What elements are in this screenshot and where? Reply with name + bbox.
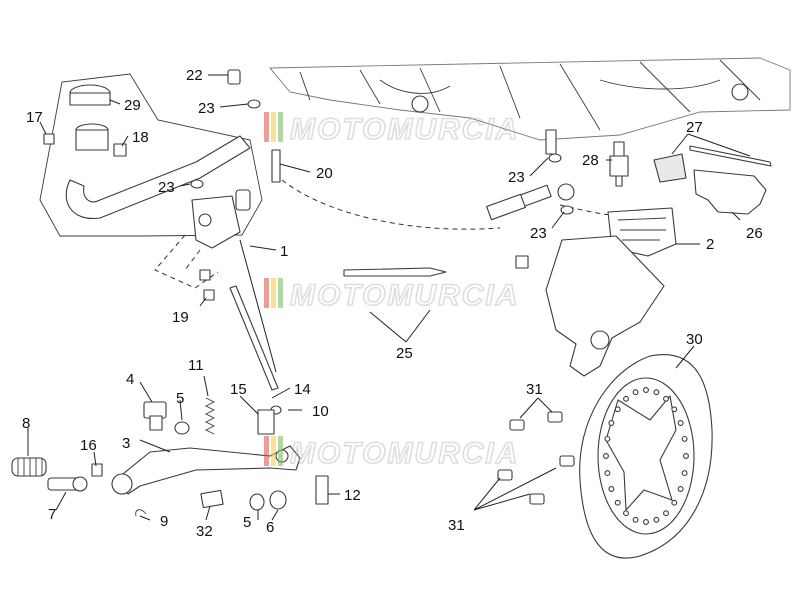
pivot-bolt (143, 401, 167, 431)
watermark-logo: MOTOMURCIA (264, 112, 519, 147)
watermark-stripe (278, 278, 283, 308)
hose-clip (343, 267, 447, 277)
brake-caliper (545, 207, 677, 377)
return-spring (204, 397, 216, 435)
callout-28: 28 (582, 152, 599, 169)
bleed-valve (609, 141, 629, 187)
callout-15: 15 (230, 381, 247, 398)
disc-hole (683, 453, 689, 459)
callout-14: 14 (294, 381, 311, 398)
watermark-text: MOTOMURCIA (290, 113, 519, 146)
callout-11: 11 (188, 357, 204, 374)
disc-hole (604, 435, 611, 442)
callout-3: 3 (122, 435, 130, 452)
callout-16: 16 (80, 437, 97, 454)
callout-31b: 31 (448, 517, 465, 534)
disc-hole (623, 510, 629, 517)
disc-hole (671, 499, 678, 506)
watermark-text: MOTOMURCIA (290, 279, 519, 312)
callout-6: 6 (266, 519, 274, 536)
disc-hole (632, 389, 639, 396)
footrest (11, 457, 88, 492)
watermark: MOTOMURCIA MOTOMURCIA MOTOMURCIA (264, 112, 519, 471)
callout-23b: 23 (158, 179, 175, 196)
washers (174, 99, 574, 511)
callout-23d: 23 (530, 225, 547, 242)
callout-2: 2 (706, 236, 714, 253)
watermark-stripe (278, 112, 283, 142)
callout-26: 26 (746, 225, 763, 242)
callout-5b: 5 (243, 514, 251, 531)
disc-hole (681, 435, 688, 442)
watermark-stripe (264, 278, 269, 308)
master-cylinder (191, 189, 251, 249)
callout-31a: 31 (526, 381, 543, 398)
disc-hole (614, 406, 621, 413)
callout-23c: 23 (508, 169, 525, 186)
disc-hole (603, 453, 609, 459)
callout-7: 7 (48, 506, 56, 523)
watermark-stripe (271, 278, 276, 308)
small-hardware (43, 69, 529, 517)
watermark-stripe (278, 436, 283, 466)
callout-32: 32 (196, 523, 213, 540)
disc-hole (681, 470, 688, 477)
disc-hole (653, 389, 660, 396)
brake-disc (579, 354, 713, 559)
reservoir-outline (39, 73, 263, 237)
disc-hole (604, 470, 611, 477)
watermark-stripe (271, 112, 276, 142)
watermark-text: MOTOMURCIA (290, 437, 519, 470)
callout-17: 17 (26, 109, 43, 126)
disc-hole (663, 395, 669, 402)
disc-hole (608, 420, 615, 426)
pushrod (229, 285, 279, 391)
disc-hole (614, 499, 621, 506)
callout-numbers: 1 2 3 4 5 5 6 7 8 9 10 11 12 14 15 16 17… (22, 67, 763, 540)
brake-pedal (111, 445, 301, 495)
brake-pads (653, 145, 772, 215)
watermark-logo: MOTOMURCIA (264, 436, 519, 471)
disc-holes (603, 387, 689, 525)
callout-9: 9 (160, 513, 168, 530)
callout-4: 4 (126, 371, 134, 388)
callout-20: 20 (316, 165, 333, 182)
watermark-stripe (264, 436, 269, 466)
disc-hole (677, 420, 684, 426)
callout-12: 12 (344, 487, 361, 504)
callout-1: 1 (280, 243, 288, 260)
disc-hole (643, 519, 649, 525)
disc-hole (677, 486, 684, 492)
callout-23a: 23 (198, 100, 215, 117)
disc-hole (608, 486, 615, 492)
disc-hole (623, 395, 629, 402)
watermark-stripe (271, 436, 276, 466)
callout-27: 27 (686, 119, 703, 136)
leader-lines (27, 74, 751, 521)
disc-hole (643, 387, 649, 393)
callout-29: 29 (124, 97, 141, 114)
frame-outline (269, 57, 791, 141)
disc-hole (653, 516, 660, 523)
callout-18: 18 (132, 129, 149, 146)
watermark-logo: MOTOMURCIA (264, 278, 519, 313)
callout-19: 19 (172, 309, 189, 326)
callout-10: 10 (312, 403, 329, 420)
disc-hole (671, 406, 678, 413)
watermark-stripe (264, 112, 269, 142)
callout-8: 8 (22, 415, 30, 432)
callout-22: 22 (186, 67, 203, 84)
disc-bolts (497, 411, 575, 505)
disc-hole (632, 516, 639, 523)
disc-hole (663, 510, 669, 517)
callout-5: 5 (176, 390, 184, 407)
callout-30: 30 (686, 331, 703, 348)
callout-25: 25 (396, 345, 413, 362)
banjo-fitting (486, 129, 575, 221)
